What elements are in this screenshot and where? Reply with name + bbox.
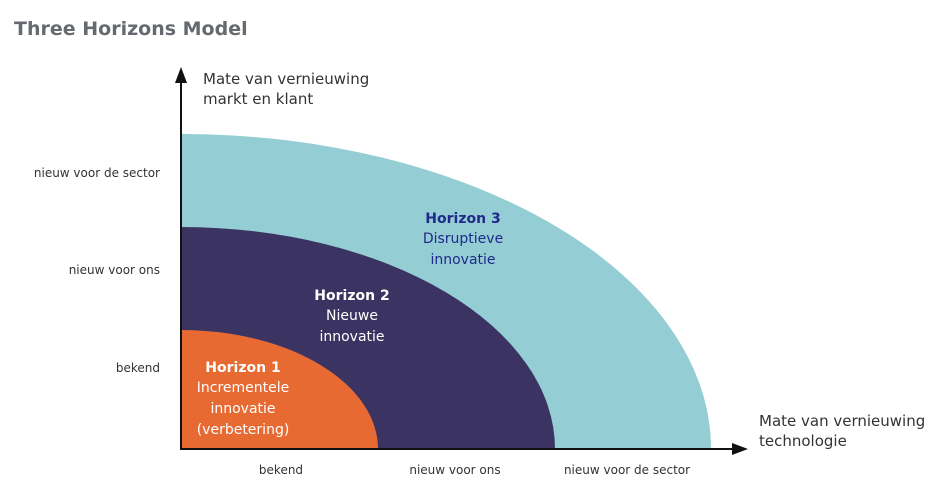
horizon-1-text: innovatie: [210, 401, 275, 417]
x-axis-label-line1: Mate van vernieuwing: [759, 412, 925, 430]
x-tick-label: bekend: [259, 463, 303, 477]
x-tick-label: nieuw voor de sector: [564, 463, 690, 477]
x-axis-label-line2: technologie: [759, 432, 847, 450]
horizon-1-text: (verbetering): [197, 422, 290, 438]
horizon-2-title: Horizon 2: [314, 288, 389, 304]
y-tick-label: bekend: [116, 361, 160, 375]
y-tick-label: nieuw voor de sector: [34, 166, 160, 180]
horizon-2-text: Nieuwe: [326, 308, 378, 324]
horizon-3-title: Horizon 3: [425, 211, 500, 227]
horizon-3-text: innovatie: [430, 252, 495, 268]
horizon-1-text: Incrementele: [197, 380, 290, 396]
horizon-3-label: Horizon 3 Disruptieve innovatie: [423, 211, 503, 268]
horizon-1-title: Horizon 1: [205, 360, 280, 376]
horizon-3-text: Disruptieve: [423, 231, 503, 247]
y-axis-label-line1: Mate van vernieuwing: [203, 70, 369, 88]
horizon-2-text: innovatie: [319, 329, 384, 345]
horizon-1-area: [181, 330, 378, 449]
y-axis-arrow-icon: [175, 67, 187, 83]
x-tick-label: nieuw voor ons: [409, 463, 500, 477]
y-tick-label: nieuw voor ons: [69, 263, 160, 277]
page-title: Three Horizons Model: [14, 18, 248, 40]
y-axis-label-line2: markt en klant: [203, 90, 313, 108]
x-axis-arrow-icon: [732, 443, 748, 455]
horizon-1-label: Horizon 1 Incrementele innovatie (verbet…: [197, 360, 290, 438]
horizon-2-label: Horizon 2 Nieuwe innovatie: [314, 288, 389, 345]
